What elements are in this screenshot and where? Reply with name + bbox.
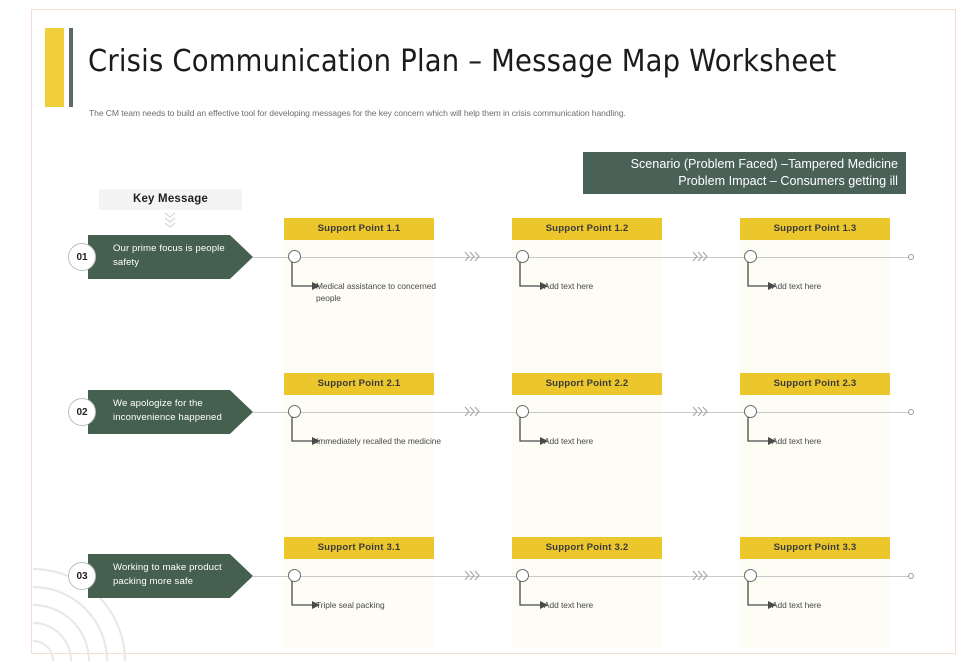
row-spine-line bbox=[253, 411, 912, 413]
support-point-header[interactable]: Support Point 2.3 bbox=[740, 373, 890, 395]
support-point-text[interactable]: Add text here bbox=[772, 281, 822, 291]
key-message-banner[interactable] bbox=[88, 235, 253, 279]
row-number-badge: 03 bbox=[68, 562, 96, 590]
chevron-right-separator-icon bbox=[692, 570, 708, 581]
support-point-header[interactable]: Support Point 2.1 bbox=[284, 373, 434, 395]
elbow-arrow-icon bbox=[291, 417, 320, 445]
row-end-dot bbox=[908, 572, 914, 579]
scenario-line-2: Problem Impact – Consumers getting ill bbox=[678, 174, 898, 188]
chevron-down-icon bbox=[164, 212, 176, 228]
support-point-text[interactable]: Triple seal packing bbox=[316, 600, 385, 610]
support-point-node bbox=[744, 405, 757, 418]
chevron-right-separator-icon bbox=[464, 251, 480, 262]
elbow-arrow-icon bbox=[291, 581, 320, 609]
title-accent-bar-yellow bbox=[45, 28, 64, 107]
support-point-text[interactable]: Immediately recalled the medicine bbox=[316, 436, 441, 446]
row-end-dot bbox=[908, 408, 914, 415]
support-point-text[interactable]: Add text here bbox=[544, 281, 594, 291]
support-point-text[interactable]: Add text here bbox=[544, 436, 594, 446]
support-point-node bbox=[288, 569, 301, 582]
support-point-text[interactable]: Add text here bbox=[544, 600, 594, 610]
support-point-node bbox=[516, 569, 529, 582]
title-accent-bar-gray bbox=[69, 28, 73, 107]
elbow-arrow-icon bbox=[519, 581, 548, 609]
key-message-banner[interactable] bbox=[88, 554, 253, 598]
chevron-right-separator-icon bbox=[464, 406, 480, 417]
chevron-right-separator-icon bbox=[464, 570, 480, 581]
support-point-header[interactable]: Support Point 2.2 bbox=[512, 373, 662, 395]
support-point-node bbox=[516, 250, 529, 263]
key-message-banner[interactable] bbox=[88, 390, 253, 434]
row-end-dot bbox=[908, 253, 914, 260]
elbow-arrow-icon bbox=[291, 262, 320, 290]
key-message-header-label: Key Message bbox=[99, 189, 242, 210]
row-number-badge: 01 bbox=[68, 243, 96, 271]
support-point-node bbox=[288, 405, 301, 418]
scenario-box: Scenario (Problem Faced) –Tampered Medic… bbox=[583, 152, 906, 194]
elbow-arrow-icon bbox=[747, 581, 776, 609]
row-spine-line bbox=[253, 575, 912, 577]
page-title: Crisis Communication Plan – Message Map … bbox=[88, 44, 837, 79]
key-message-text: We apologize for the inconvenience happe… bbox=[113, 398, 222, 423]
elbow-arrow-icon bbox=[519, 417, 548, 445]
support-point-node bbox=[516, 405, 529, 418]
row-spine-line bbox=[253, 256, 912, 258]
support-point-text[interactable]: Add text here bbox=[772, 600, 822, 610]
support-point-node bbox=[744, 250, 757, 263]
elbow-arrow-icon bbox=[747, 417, 776, 445]
support-point-node bbox=[288, 250, 301, 263]
support-point-header[interactable]: Support Point 1.3 bbox=[740, 218, 890, 240]
elbow-arrow-icon bbox=[747, 262, 776, 290]
support-point-node bbox=[744, 569, 757, 582]
row-number-badge: 02 bbox=[68, 398, 96, 426]
support-point-header[interactable]: Support Point 3.1 bbox=[284, 537, 434, 559]
support-point-header[interactable]: Support Point 3.3 bbox=[740, 537, 890, 559]
key-message-text: Working to make product packing more saf… bbox=[113, 562, 222, 587]
support-point-header[interactable]: Support Point 3.2 bbox=[512, 537, 662, 559]
elbow-arrow-icon bbox=[519, 262, 548, 290]
page-subtitle: The CM team needs to build an effective … bbox=[89, 108, 626, 118]
support-point-header[interactable]: Support Point 1.2 bbox=[512, 218, 662, 240]
chevron-right-separator-icon bbox=[692, 406, 708, 417]
support-point-text[interactable]: Medical assistance to concerned people bbox=[316, 281, 436, 303]
chevron-right-separator-icon bbox=[692, 251, 708, 262]
scenario-line-1: Scenario (Problem Faced) –Tampered Medic… bbox=[630, 157, 898, 171]
support-point-text[interactable]: Add text here bbox=[772, 436, 822, 446]
support-point-header[interactable]: Support Point 1.1 bbox=[284, 218, 434, 240]
key-message-text: Our prime focus is people safety bbox=[113, 243, 225, 268]
